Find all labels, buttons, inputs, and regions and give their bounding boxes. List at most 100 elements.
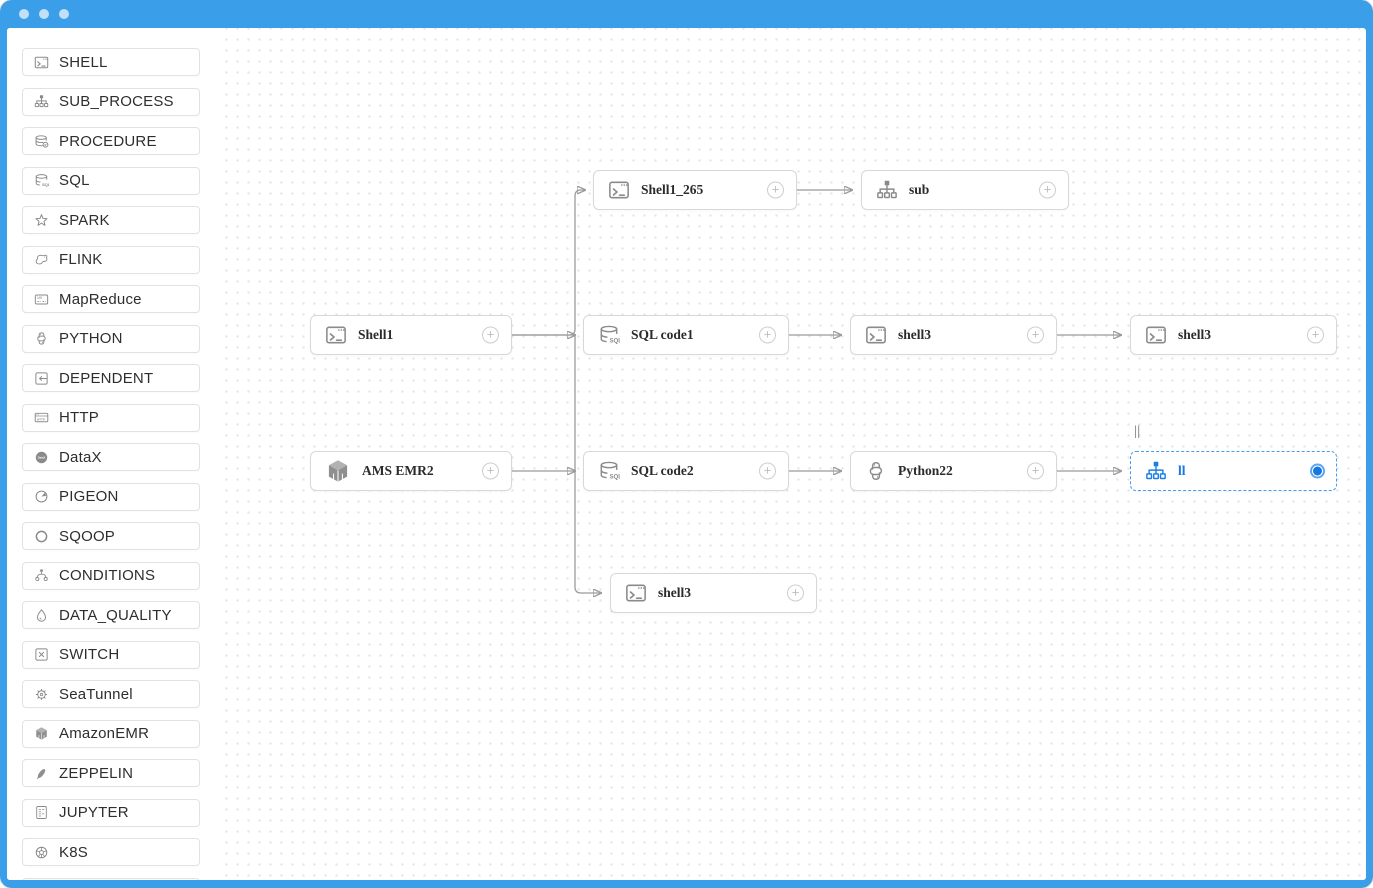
node-selected-indicator[interactable] <box>1310 463 1325 479</box>
sidebar-item-spark[interactable]: SPARK <box>22 206 200 234</box>
shell-icon <box>865 324 887 346</box>
sidebar-item-seatunnel[interactable]: SeaTunnel <box>22 680 200 708</box>
sidebar-item-zeppelin[interactable]: ZEPPELIN <box>22 759 200 787</box>
traffic-light-dot[interactable] <box>19 9 29 19</box>
add-connection-icon[interactable]: + <box>1027 462 1044 480</box>
svg-text:SQL: SQL <box>41 182 48 187</box>
add-connection-icon[interactable]: + <box>759 326 776 344</box>
traffic-light-dot[interactable] <box>39 9 49 19</box>
node-label: sub <box>909 182 930 197</box>
mapreduce-icon: MR <box>33 291 49 307</box>
sidebar-item-label: FLINK <box>59 251 103 268</box>
sidebar-item-label: SPARK <box>59 211 110 229</box>
workflow-node-shell3-mid[interactable]: shell3+ <box>850 315 1057 355</box>
workflow-node-ll-selected[interactable]: ll <box>1130 451 1337 491</box>
workflow-node-shell1[interactable]: Shell1 + <box>310 315 512 355</box>
sidebar-item-switch[interactable]: SWITCH <box>22 640 200 669</box>
python-icon <box>865 460 887 482</box>
sidebar-item-label: JUPYTER <box>59 804 129 821</box>
zeppelin-icon <box>33 765 49 781</box>
workflow-node-shell3-right[interactable]: shell3+ <box>1130 315 1337 355</box>
conditions-icon <box>33 568 49 584</box>
svg-text:SQL: SQL <box>610 475 620 481</box>
sidebar-item-amazonemr[interactable]: AmazonEMR <box>22 719 200 748</box>
node-floating-label: || <box>1134 424 1141 439</box>
spark-icon <box>33 212 49 228</box>
shell-icon <box>33 54 49 70</box>
window-content: SHELLSUB_PROCESSPROCEDURESQLSQLSPARKFLIN… <box>7 28 1366 880</box>
node-label: Shell1_265 <box>641 182 704 197</box>
add-connection-icon[interactable]: + <box>1039 181 1056 199</box>
pigeon-icon <box>33 489 49 505</box>
node-label: SQL code1 <box>631 327 694 342</box>
workflow-node-sub[interactable]: sub + <box>861 170 1069 210</box>
workflow-node-shell3-bottom[interactable]: shell3+ <box>610 573 817 613</box>
node-label: ll <box>1178 463 1186 478</box>
datax-icon: DataX <box>33 449 49 465</box>
data-quality-icon <box>33 607 49 623</box>
sidebar-item-label: DEPENDENT <box>59 369 154 387</box>
sidebar-item-label: ZEPPELIN <box>59 764 134 782</box>
sidebar-item-datax[interactable]: DataX DataX <box>22 443 200 471</box>
svg-text:DataX: DataX <box>37 455 45 459</box>
add-connection-icon[interactable]: + <box>1307 326 1324 344</box>
workflow-node-python22[interactable]: Python22+ <box>850 451 1057 491</box>
sidebar-item-conditions[interactable]: CONDITIONS <box>22 561 200 590</box>
node-label: SQL code2 <box>631 463 694 478</box>
sidebar-item-http[interactable]: HTTP HTTP <box>22 403 200 432</box>
sidebar-item-python[interactable]: PYTHON <box>22 324 200 353</box>
dependent-icon <box>33 370 49 386</box>
sidebar-item-label: SeaTunnel <box>59 685 133 703</box>
shell-icon <box>625 582 647 604</box>
sidebar-item-label: DataX <box>59 448 102 466</box>
sqoop-icon <box>33 528 49 544</box>
sidebar-item-label: PROCEDURE <box>59 132 157 150</box>
sidebar-item-jupyter[interactable]: JUPYTER <box>22 798 200 827</box>
node-label: Shell1 <box>358 327 394 342</box>
workflow-node-shell1-265[interactable]: Shell1_265 + <box>593 170 797 210</box>
add-connection-icon[interactable]: + <box>767 181 784 199</box>
k8s-icon <box>33 844 49 860</box>
sidebar-item-label: AmazonEMR <box>59 725 150 742</box>
sidebar-item-label: MapReduce <box>59 290 142 308</box>
sql-icon: SQL <box>598 460 620 482</box>
sidebar-item-dependent[interactable]: DEPENDENT <box>22 364 200 392</box>
add-connection-icon[interactable]: + <box>1027 326 1044 344</box>
add-connection-icon[interactable]: + <box>759 462 776 480</box>
sidebar-item-label: CONDITIONS <box>59 567 156 584</box>
sidebar-item-partial[interactable] <box>22 877 200 880</box>
sidebar-item-sub-process[interactable]: SUB_PROCESS <box>22 87 200 116</box>
sidebar-item-mapreduce[interactable]: MR MapReduce <box>22 285 200 313</box>
sql-icon: SQL <box>33 173 49 189</box>
switch-icon <box>33 647 49 663</box>
sub-process-icon <box>33 94 49 110</box>
shell-icon <box>325 324 347 346</box>
python-icon <box>33 331 49 347</box>
sidebar-item-label: SWITCH <box>59 646 120 663</box>
add-connection-icon[interactable]: + <box>482 326 499 344</box>
sidebar-item-label: HTTP <box>59 409 99 426</box>
workflow-node-sql-code2[interactable]: SQL SQL code2 + <box>583 451 789 491</box>
sidebar-item-procedure[interactable]: PROCEDURE <box>22 127 200 155</box>
sidebar-item-label: PYTHON <box>59 330 123 347</box>
sidebar-item-sqoop[interactable]: SQOOP <box>22 522 200 550</box>
sidebar-item-label: DATA_QUALITY <box>59 606 172 624</box>
sidebar-item-k8s[interactable]: K8S <box>22 838 200 866</box>
add-connection-icon[interactable]: + <box>787 584 804 602</box>
sidebar-item-data-quality[interactable]: DATA_QUALITY <box>22 601 200 629</box>
sidebar-item-shell[interactable]: SHELL <box>22 48 200 76</box>
add-connection-icon[interactable]: + <box>482 462 499 480</box>
traffic-light-dot[interactable] <box>59 9 69 19</box>
workflow-node-sql-code1[interactable]: SQL SQL code1 + <box>583 315 789 355</box>
sidebar-item-sql[interactable]: SQLSQL <box>22 166 200 195</box>
sidebar-item-flink[interactable]: FLINK <box>22 245 200 274</box>
window-titlebar <box>0 0 1373 28</box>
sql-icon: SQL <box>598 324 620 346</box>
workflow-node-ams-emr2[interactable]: AMS EMR2+ <box>310 451 512 491</box>
sidebar-item-pigeon[interactable]: PIGEON <box>22 482 200 511</box>
jupyter-icon <box>33 805 49 821</box>
sidebar-item-label: K8S <box>59 843 88 861</box>
svg-text:HTTP: HTTP <box>37 417 45 421</box>
task-type-sidebar: SHELL SUB_PROCESS PROCEDURE SQLSQL SPARK FLIN… <box>7 28 222 880</box>
svg-text:MR: MR <box>37 296 43 300</box>
